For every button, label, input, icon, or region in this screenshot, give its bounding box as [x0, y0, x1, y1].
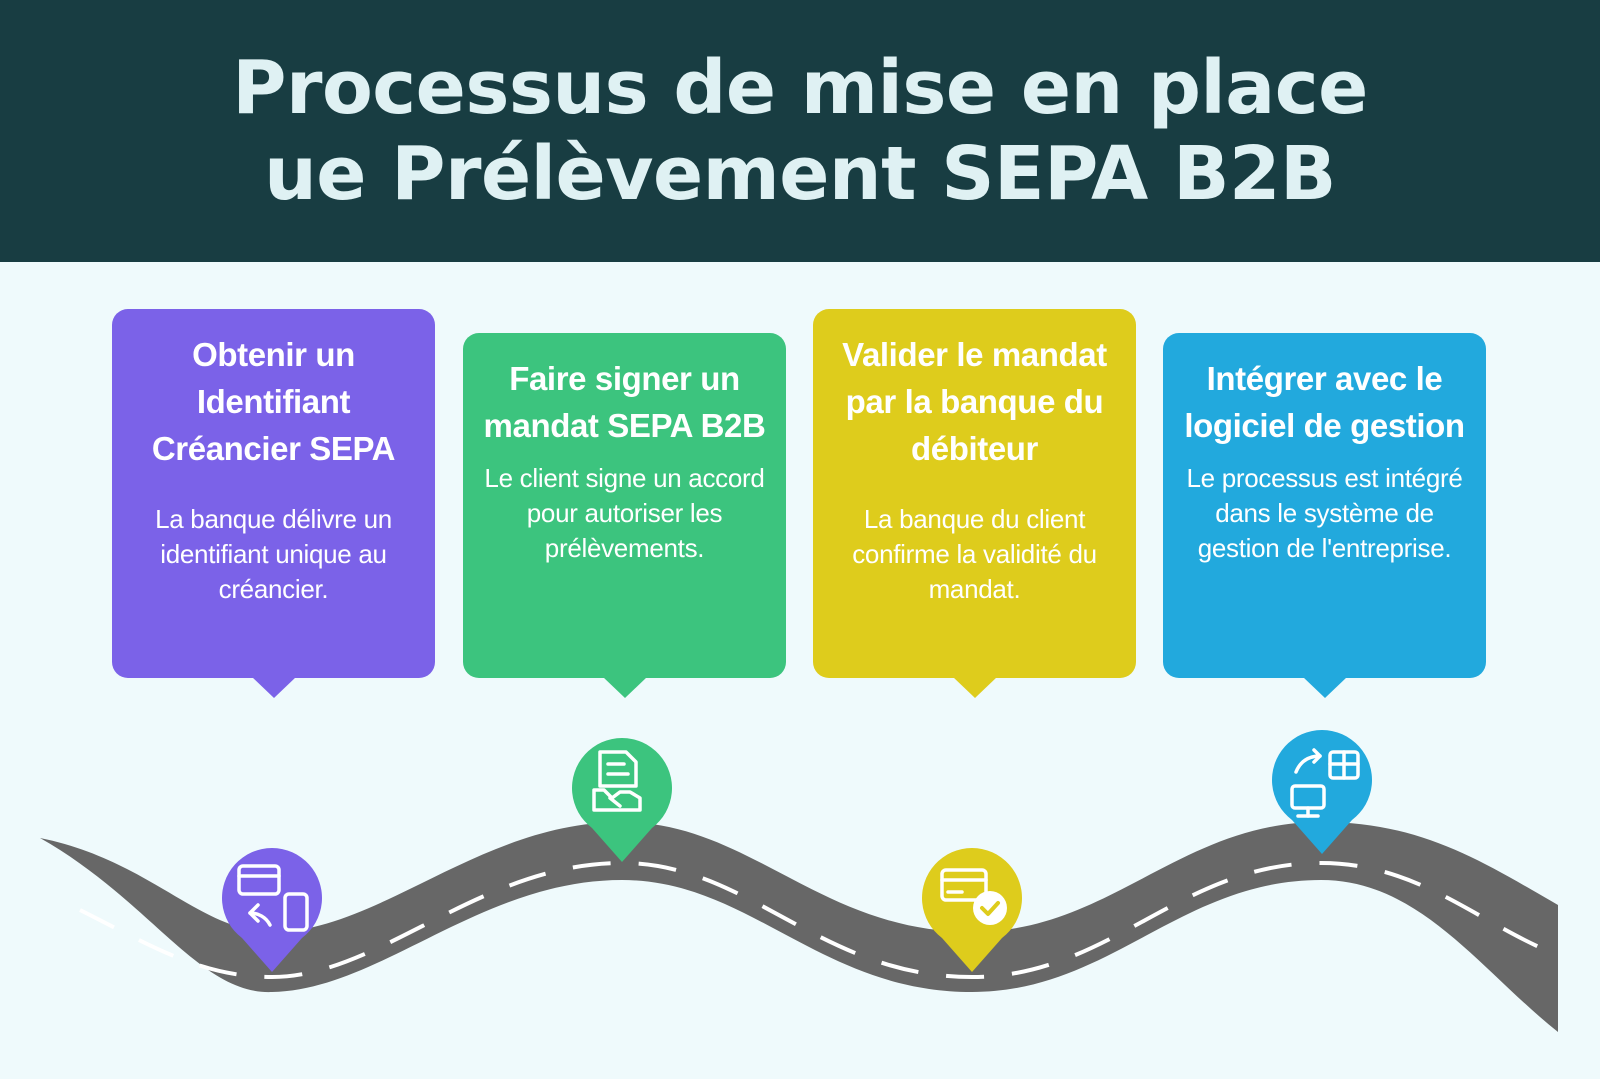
step-title: Intégrer avec le logiciel de gestion: [1184, 360, 1465, 444]
step-description: Le processus est intégré dans le système…: [1186, 463, 1463, 563]
title-line-1: Processus de mise en place: [232, 45, 1368, 131]
software-sync-icon: [1290, 748, 1360, 818]
header-banner: Processus de mise en place ue Prélèvemen…: [0, 0, 1600, 262]
step-card-2: Faire signer un mandat SEPA B2B Le clien…: [463, 333, 786, 698]
step-title: Obtenir un Identifiant Créancier SEPA: [151, 336, 396, 467]
title-line-2: ue Prélèvement SEPA B2B: [264, 131, 1336, 217]
step-marker-4: [1271, 729, 1372, 854]
contract-handshake-icon: [592, 750, 642, 812]
step-card-1: Obtenir un Identifiant Créancier SEPA La…: [112, 309, 435, 698]
step-marker-3: [921, 847, 1022, 972]
page-title: Processus de mise en place ue Prélèvemen…: [232, 45, 1368, 217]
step-description: La banque délivre un identifiant unique …: [155, 504, 392, 604]
step-description: Le client signe un accord pour autoriser…: [484, 463, 765, 563]
card-check-icon: [940, 868, 988, 902]
road: [40, 822, 1558, 1032]
step-card-4: Intégrer avec le logiciel de gestion Le …: [1163, 333, 1486, 698]
step-marker-2: [572, 737, 673, 862]
step-marker-1: [221, 848, 322, 972]
card-to-phone-icon: [237, 864, 309, 932]
road-center-line: [79, 860, 1559, 980]
step-description: La banque du client confirme la validité…: [852, 504, 1097, 604]
step-title: Valider le mandat par la banque du débit…: [842, 336, 1107, 467]
step-title: Faire signer un mandat SEPA B2B: [483, 360, 766, 444]
step-card-3: Valider le mandat par la banque du débit…: [813, 309, 1136, 698]
